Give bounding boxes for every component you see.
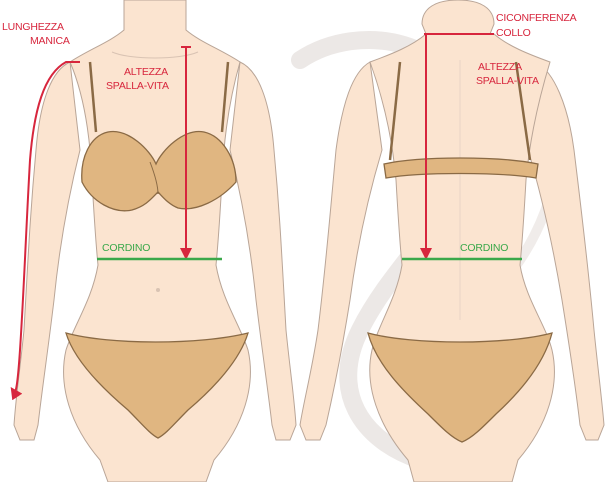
front-shoulder-waist-label-1: ALTEZZA [124, 66, 168, 78]
front-shoulder-waist-label-2: SPALLA-VITA [106, 80, 169, 92]
front-sleeve-label-2: MANICA [30, 35, 70, 47]
back-neck-label-2: COLLO [496, 27, 531, 39]
back-neck-label-1: CICONFERENZA [496, 12, 577, 24]
back-head [422, 0, 494, 34]
front-waist-label: CORDINO [102, 242, 150, 254]
back-shoulder-waist-label-2: SPALLA-VITA [476, 75, 539, 87]
front-navel [156, 288, 160, 292]
back-waist-label: CORDINO [460, 242, 508, 254]
back-figure [300, 0, 604, 482]
front-sleeve-label-1: LUNGHEZZA [2, 21, 64, 33]
back-shoulder-waist-label-1: ALTEZZA [478, 61, 522, 73]
